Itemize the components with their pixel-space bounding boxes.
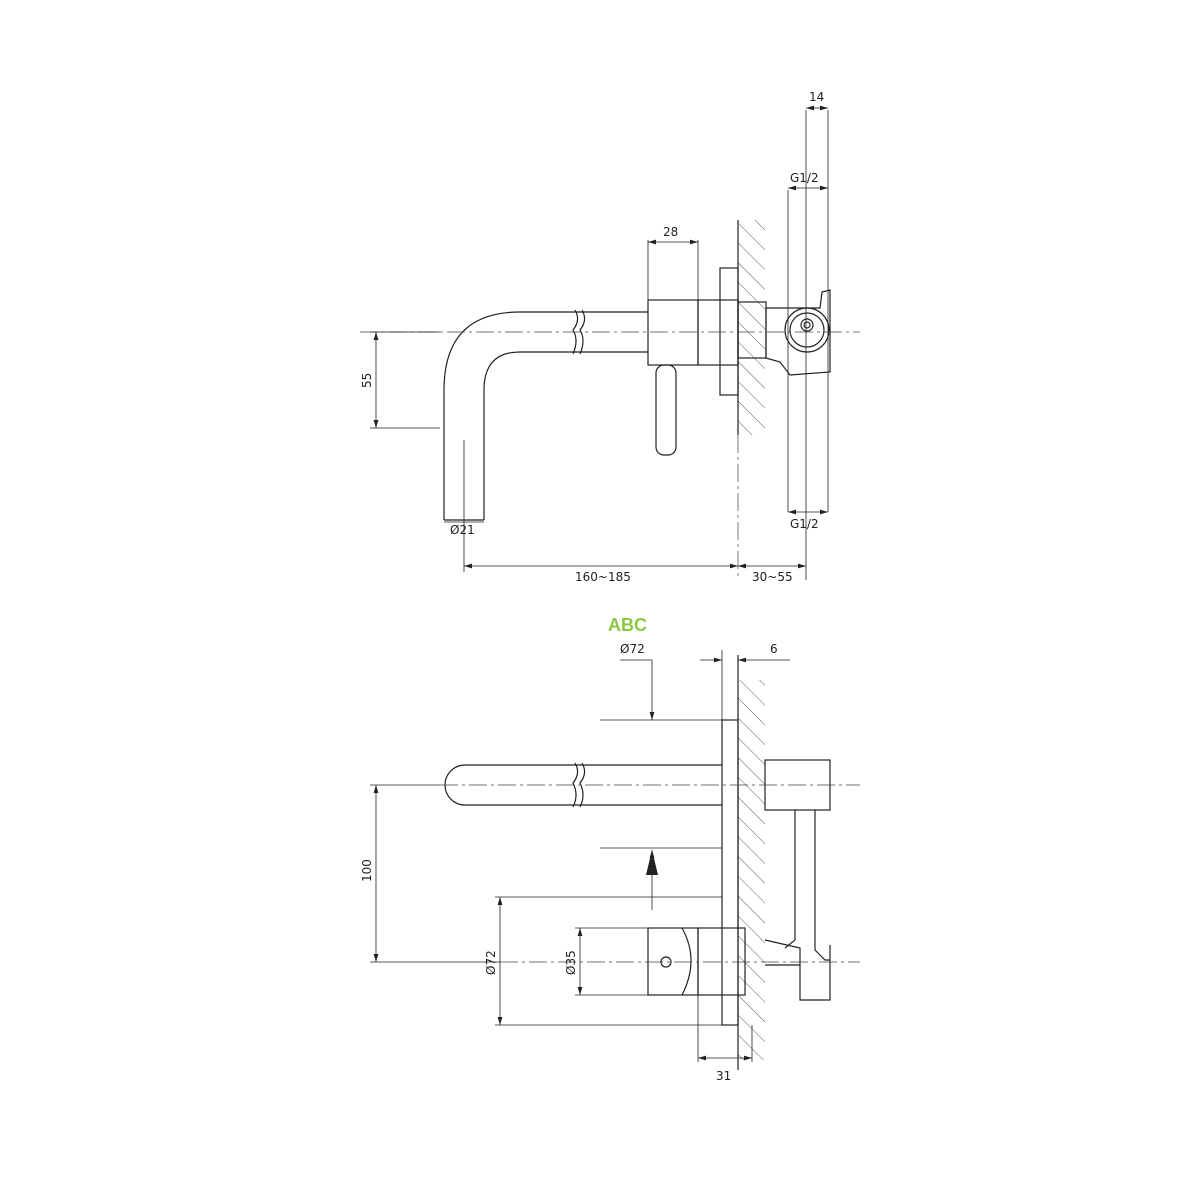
spout-break-mark-front xyxy=(572,762,586,808)
flange-top xyxy=(719,267,739,396)
dim-g12-top: G1/2 xyxy=(790,171,819,185)
wall-hatch-top xyxy=(738,220,765,435)
dim-14: 14 xyxy=(809,90,824,104)
dim-d72: Ø72 xyxy=(484,950,498,975)
riser-pipe-front xyxy=(784,810,830,961)
dim-g12-bottom: G1/2 xyxy=(790,517,819,531)
mixer-body-top xyxy=(647,299,699,366)
dim-6: 6 xyxy=(770,642,778,656)
dim-d35: Ø35 xyxy=(564,950,578,975)
front-view: Ø72 6 100 Ø72 Ø35 31 xyxy=(360,642,860,1083)
flange-front xyxy=(721,719,739,1026)
handle-top xyxy=(655,364,677,456)
valve-inner-ring xyxy=(789,312,825,348)
watermark-logo: ABC xyxy=(608,615,647,635)
dim-d72-top: Ø72 xyxy=(620,642,645,656)
dim-31: 31 xyxy=(716,1069,731,1083)
top-view: 14 G1/2 G1/2 28 55 Ø21 160~185 30~55 xyxy=(360,90,860,584)
dim-55: 55 xyxy=(360,373,374,388)
spout-break-mark-top xyxy=(572,309,586,355)
valve-outer-ring xyxy=(784,307,830,353)
valve-stem-inner xyxy=(803,321,811,329)
valve-stem-outer xyxy=(800,318,814,332)
dim-100: 100 xyxy=(360,859,374,882)
valve-box-top xyxy=(765,289,831,376)
handle-front xyxy=(681,927,692,996)
lower-connector-front xyxy=(764,939,831,1001)
dim-30-55: 30~55 xyxy=(752,570,793,584)
mixer-sleeve-front xyxy=(697,927,746,996)
dim-28: 28 xyxy=(663,225,678,239)
dim-160-185: 160~185 xyxy=(575,570,631,584)
wall-hatch-front xyxy=(738,680,765,1060)
mixer-sleeve-top xyxy=(697,299,739,366)
spout-top xyxy=(443,311,648,520)
arrow-indicator xyxy=(646,850,658,875)
dim-d21: Ø21 xyxy=(450,523,475,537)
